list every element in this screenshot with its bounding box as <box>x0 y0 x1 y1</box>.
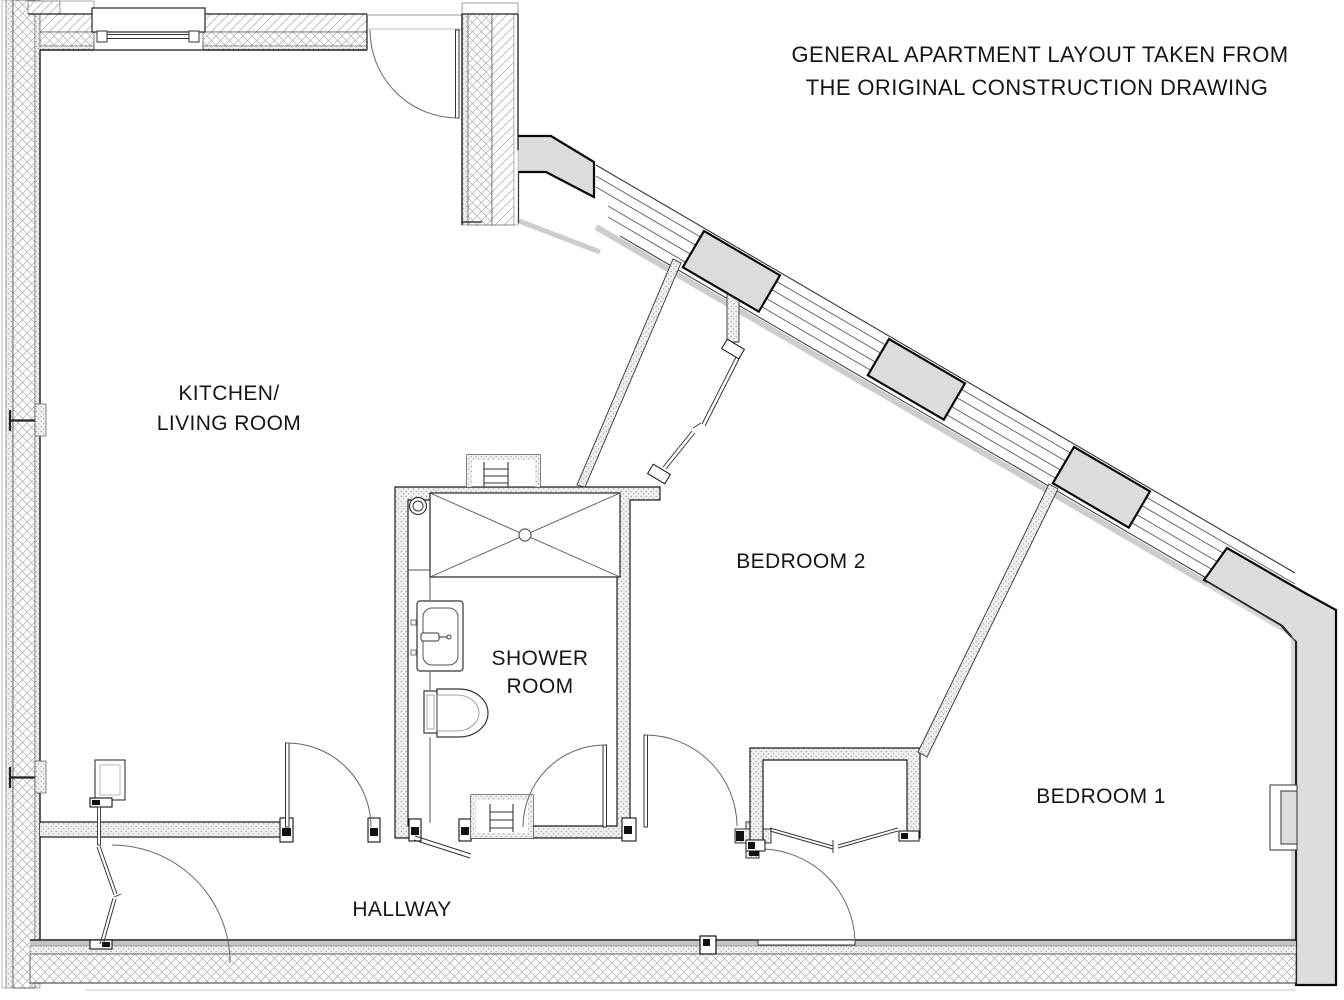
hall-store-door <box>522 744 607 828</box>
wall-niche-block <box>1280 790 1298 845</box>
balcony-door <box>369 29 460 119</box>
glazing-pier-3 <box>866 337 967 422</box>
glazing-pier-5-corner <box>1202 546 1338 987</box>
kitchen-window <box>91 7 206 51</box>
door-jamb <box>89 797 113 808</box>
door-jamb <box>720 338 746 360</box>
bedroom1-door <box>757 848 856 946</box>
bedroom2-hall-door <box>643 734 738 828</box>
drawing-title: GENERAL APARTMENT LAYOUT TAKEN FROM THE … <box>792 42 1289 100</box>
door-leaf <box>455 29 460 119</box>
entrance-double-door <box>89 759 231 964</box>
door-swing-arc <box>111 844 231 964</box>
toilet <box>423 688 489 738</box>
shower-side-shelf <box>408 496 431 823</box>
closet-bifold-doors <box>769 827 899 853</box>
bedroom1-closet <box>745 747 921 853</box>
door-swing-arc <box>522 744 606 828</box>
door-jamb <box>646 463 672 485</box>
drain-icon <box>518 528 532 542</box>
partition-bedroom1-bedroom2 <box>917 483 1059 758</box>
bedroom2-bifold-doors <box>662 356 740 470</box>
room-label-bedroom1: BEDROOM 1 <box>1036 785 1166 808</box>
door-jamb <box>898 830 920 842</box>
kitchen-door <box>285 742 372 828</box>
room-label-hallway: HALLWAY <box>352 898 451 921</box>
room-label-shower-1: SHOWER <box>492 647 589 670</box>
service-riser-bottom <box>470 794 534 839</box>
exterior-wall-bottom <box>29 935 1297 991</box>
service-riser-top <box>466 454 541 488</box>
glazing-pier-2 <box>681 229 782 314</box>
door-leaf <box>602 744 607 828</box>
exterior-wall-ne-corner <box>461 2 519 226</box>
door-swing-arc <box>645 734 738 827</box>
tap-icon <box>420 632 440 642</box>
shower-door-leaf <box>413 835 472 859</box>
wash-basin <box>410 600 464 672</box>
glazing-piers <box>480 134 1338 987</box>
room-label-bedroom2: BEDROOM 2 <box>736 550 866 573</box>
exterior-wall-top <box>27 0 462 119</box>
glazing-pier-4 <box>1051 445 1152 530</box>
room-label-kitchen-living-1: KITCHEN/ <box>178 382 279 405</box>
exterior-wall-right-liner <box>1203 579 1298 985</box>
door-swing-arc <box>369 29 459 119</box>
ladder-icon <box>489 804 514 832</box>
door-leaf <box>757 939 856 946</box>
entrance-door-leaves <box>96 845 122 946</box>
door-leaf <box>285 742 290 828</box>
exterior-wall-left <box>1 0 47 989</box>
shower-tray <box>429 492 621 578</box>
drawing-title-line2: THE ORIGINAL CONSTRUCTION DRAWING <box>806 75 1269 100</box>
door-swing-arc <box>286 742 372 828</box>
room-label-shower-2: ROOM <box>507 675 574 698</box>
door-swing-arc <box>760 848 856 942</box>
partition-kitchen-bedroom2 <box>576 258 746 488</box>
door-jamb <box>745 839 766 852</box>
drawing-title-line1: GENERAL APARTMENT LAYOUT TAKEN FROM <box>792 42 1289 67</box>
room-label-kitchen-living-2: LIVING ROOM <box>157 412 301 435</box>
door-leaf <box>643 734 648 828</box>
ladder-icon <box>483 462 509 487</box>
partition-kitchen-hallway <box>40 742 381 843</box>
